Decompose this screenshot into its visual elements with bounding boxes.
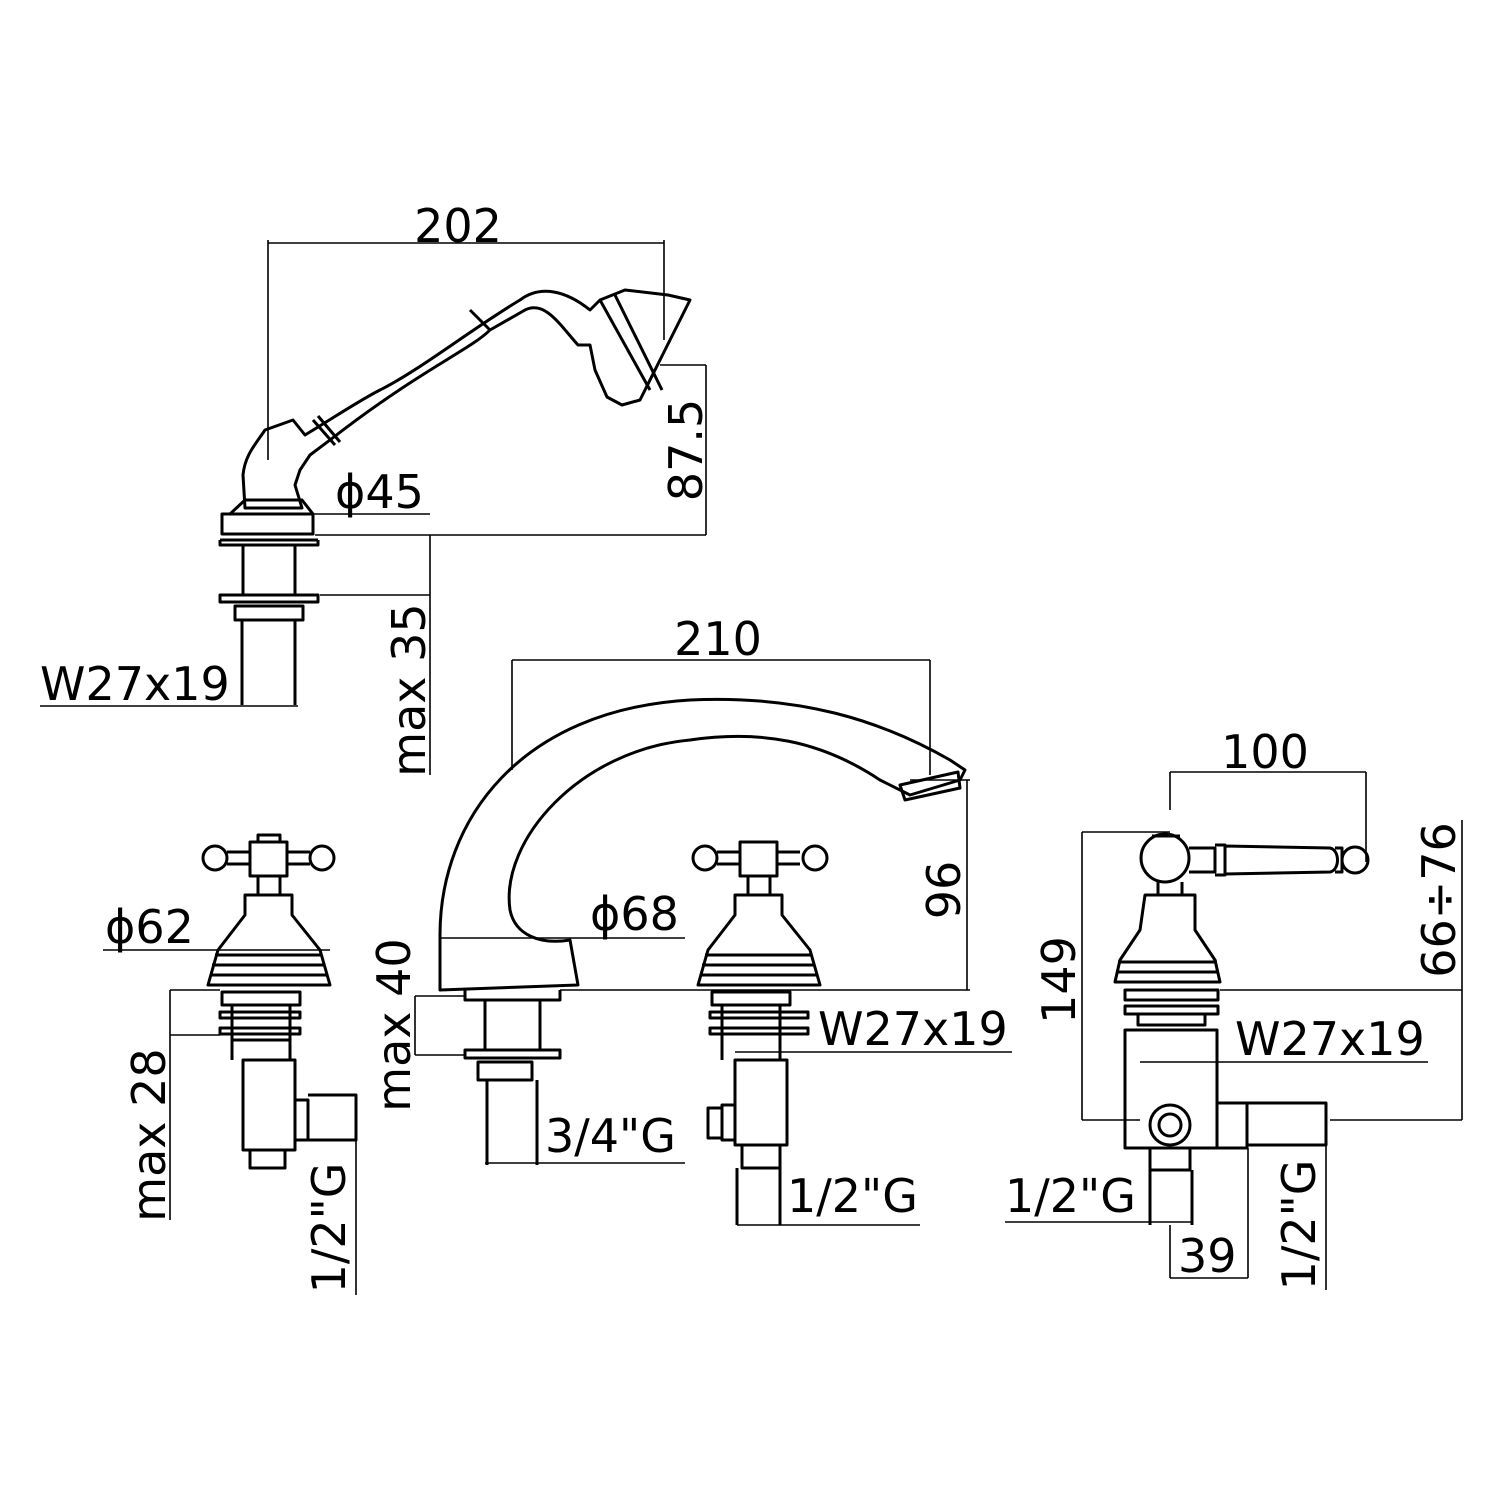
diverter-lever-length-label: 100 — [1221, 725, 1309, 779]
diverter-total-height-label: 149 — [1032, 936, 1086, 1024]
diverter-offset-label: 39 — [1178, 1229, 1237, 1283]
diverter-bottom-connection-label: 1/2"G — [1005, 1169, 1136, 1223]
hand-shower-max-deck-label: max 35 — [382, 603, 436, 776]
spout-drawing — [438, 697, 967, 1165]
diverter-height-range-label: 66÷76 — [1412, 822, 1466, 978]
spout-diameter-label: ϕ68 — [590, 887, 679, 941]
hand-shower-thread-label: W27x19 — [40, 657, 230, 711]
hand-shower-height-label: 87.5 — [659, 399, 713, 501]
diverter-side-connection-label: 1/2"G — [1272, 1160, 1326, 1291]
diverter-thread-label: W27x19 — [1235, 1012, 1425, 1066]
hand-shower-drawing — [218, 288, 692, 705]
left-valve-max-deck-label: max 28 — [122, 1048, 176, 1221]
diverter-drawing — [1113, 832, 1370, 1225]
spout-dimensions: 210 ϕ68 96 max 40 3/4"G — [367, 612, 971, 1164]
left-valve-diameter-label: ϕ62 — [105, 900, 194, 954]
spout-length-label: 210 — [674, 612, 762, 666]
hand-shower-diameter-label: ϕ45 — [335, 465, 424, 519]
hand-shower-length-label: 202 — [414, 199, 502, 253]
diverter-dimensions: 100 149 66÷76 W27x19 1/2"G 39 1/2"G — [1005, 725, 1466, 1290]
right-valve-drawing — [691, 840, 829, 1225]
right-valve-connection-label: 1/2"G — [787, 1169, 918, 1223]
spout-connection-label: 3/4"G — [545, 1109, 676, 1163]
left-valve-connection-label: 1/2"G — [302, 1163, 356, 1294]
spout-height-label: 96 — [917, 861, 971, 920]
spout-max-deck-label: max 40 — [367, 938, 421, 1111]
left-valve-drawing — [201, 833, 358, 1170]
left-valve-dimensions: ϕ62 max 28 1/2"G — [103, 900, 357, 1295]
right-valve-thread-label: W27x19 — [818, 1002, 1008, 1056]
hand-shower-dimensions: 202 ϕ45 87.5 max 35 W27x19 — [40, 199, 713, 777]
right-valve-dimensions: W27x19 1/2"G — [735, 1002, 1012, 1226]
